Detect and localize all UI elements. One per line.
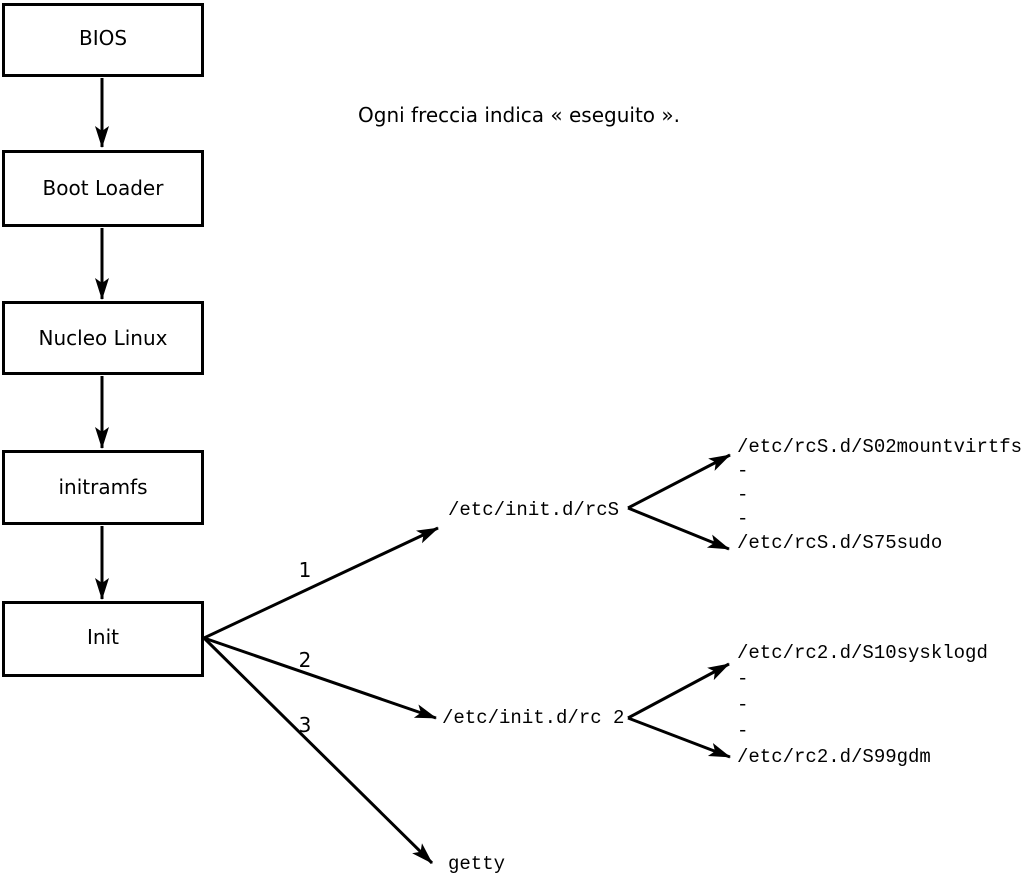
rc2-listing-line: /etc/rc2.d/S99gdm <box>737 746 931 768</box>
arrow-rcs-to-s02mountvirtfs <box>627 453 731 510</box>
box-boot-loader: Boot Loader <box>2 150 204 227</box>
rcs-dir-listing: /etc/rcS.d/S02mountvirtfs - - - /etc/rcS… <box>737 436 1022 554</box>
box-init-label: Init <box>87 625 119 649</box>
arrow-init-to-rcs <box>203 526 439 640</box>
label-getty: getty <box>448 853 505 875</box>
rcs-listing-line: - <box>737 484 748 506</box>
box-initramfs-label: initramfs <box>58 475 147 499</box>
box-initramfs: initramfs <box>2 450 204 525</box>
rc2-listing-line: - <box>737 720 748 742</box>
arrow-init-to-rc2 <box>203 636 437 720</box>
branch-number-2: 2 <box>299 648 312 672</box>
rcs-listing-line: /etc/rcS.d/S02mountvirtfs <box>737 436 1022 458</box>
label-etc-init-d-rcs: /etc/init.d/rcS <box>448 499 619 521</box>
diagram-caption: Ogni freccia indica « eseguito ». <box>358 103 680 127</box>
box-initramfs-rect <box>2 450 204 525</box>
rc2-listing-line: - <box>737 694 748 716</box>
box-bios: BIOS <box>2 3 204 77</box>
label-etc-init-d-rc2: /etc/init.d/rc 2 <box>442 707 624 729</box>
box-nucleo-linux: Nucleo Linux <box>2 301 204 375</box>
arrow-init-to-getty <box>202 636 434 865</box>
box-bios-rect <box>2 3 204 77</box>
rcs-listing-line: /etc/rcS.d/S75sudo <box>737 532 942 554</box>
box-boot-loader-label: Boot Loader <box>43 176 165 200</box>
branch-number-3: 3 <box>299 713 312 737</box>
branch-number-1: 1 <box>299 558 312 582</box>
arrow-rc2-to-s10sysklogd <box>627 662 730 720</box>
arrow-rc2-to-s99gdm <box>627 716 731 759</box>
rc2-listing-line: - <box>737 668 748 690</box>
rc2-dir-listing: /etc/rc2.d/S10sysklogd - - - /etc/rc2.d/… <box>737 642 988 768</box>
box-boot-loader-rect <box>2 150 204 227</box>
box-init-rect <box>2 601 204 677</box>
arrow-rcs-to-s75sudo <box>627 506 730 551</box>
box-nucleo-linux-label: Nucleo Linux <box>39 326 168 350</box>
box-init: Init <box>2 601 204 677</box>
rcs-listing-line: - <box>737 460 748 482</box>
rc2-listing-line: /etc/rc2.d/S10sysklogd <box>737 642 988 664</box>
box-nucleo-linux-rect <box>2 301 204 375</box>
rcs-listing-line: - <box>737 508 748 530</box>
box-bios-label: BIOS <box>79 26 127 50</box>
